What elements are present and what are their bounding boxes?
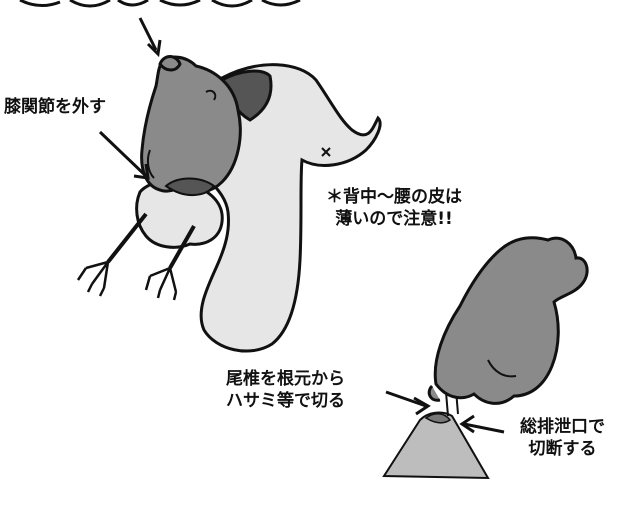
tail-nub <box>160 57 180 71</box>
arrow-tail <box>386 392 428 414</box>
left-leg <box>78 214 146 296</box>
top-label-fragment <box>20 0 300 6</box>
skin-note-line2: 薄いので注意!! <box>326 208 462 230</box>
knee-label-text: 膝関節を外す <box>4 96 106 118</box>
cloaca-label-line1: 総排泄口で <box>520 416 605 438</box>
tail-label-line1: 尾椎を根元から <box>226 368 345 390</box>
skin-note: ＊背中〜腰の皮は 薄いので注意!! <box>326 186 462 230</box>
skin-note-line1: ＊背中〜腰の皮は <box>326 186 462 208</box>
arrow-top <box>140 18 160 54</box>
tail-body <box>435 238 587 404</box>
cloaca-label: 総排泄口で 切断する <box>520 416 605 460</box>
tail-label-line2: ハサミ等で切る <box>226 390 345 412</box>
arrow-cloaca <box>462 416 504 432</box>
cloaca-label-line2: 切断する <box>520 438 605 460</box>
knee-label: 膝関節を外す <box>4 96 106 118</box>
tail-label: 尾椎を根元から ハサミ等で切る <box>226 368 345 412</box>
